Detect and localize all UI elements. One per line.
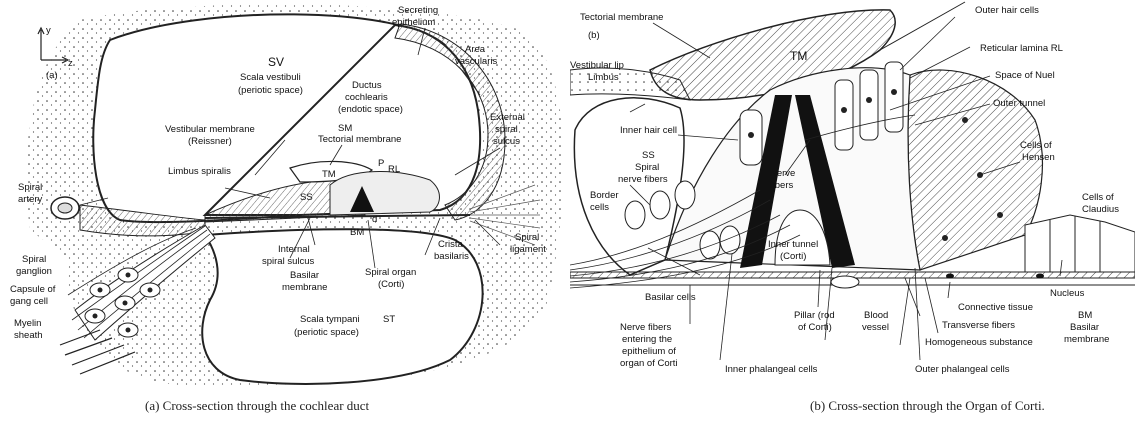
- panel-a-tag: (a): [46, 70, 58, 81]
- label-b-claudius-2: Claudius: [1082, 204, 1119, 215]
- label-b-hensen-2: Hensen: [1022, 152, 1055, 163]
- label-b-blood-2: vessel: [862, 322, 889, 333]
- label-ductus-2: cochlearis: [345, 92, 388, 103]
- label-b-hensen-1: Cells of: [1020, 140, 1052, 151]
- label-internal-2: spiral sulcus: [262, 256, 315, 267]
- label-b-inner-hair: Inner hair cell: [620, 125, 677, 136]
- label-b-outer-hair: Outer hair cells: [975, 5, 1039, 16]
- label-secreting-2: epithelium: [392, 17, 435, 28]
- label-myelin-1: Myelin: [14, 318, 41, 329]
- label-b-nf-entering-3: epithelium of: [622, 346, 676, 357]
- label-spiral-organ-1: Spiral organ: [365, 267, 416, 278]
- label-b-claudius-1: Cells of: [1082, 192, 1114, 203]
- label-area-1: Area: [465, 44, 486, 55]
- label-b-nf-entering-2: entering the: [622, 334, 672, 345]
- claudius-cells: [1025, 215, 1135, 272]
- cochlear-duct-figure: y z (a) SV Scala vestibuli (periotic spa…: [0, 0, 565, 392]
- label-b-bm-3: membrane: [1064, 334, 1109, 345]
- organ-of-corti-figure: Tectorial membrane (b) TM Outer hair cel…: [570, 0, 1135, 392]
- label-area-2: vascularis: [455, 56, 497, 67]
- label-capsule-1: Capsule of: [10, 284, 56, 295]
- label-external-3: sulcus: [493, 136, 520, 147]
- label-b-reticular: Reticular lamina RL: [980, 43, 1063, 54]
- label-b-blood-1: Blood: [864, 310, 888, 321]
- label-periotic-space-1: (periotic space): [238, 85, 303, 96]
- label-internal-1: Internal: [278, 244, 310, 255]
- label-b-spiral-nf-2: nerve fibers: [618, 174, 668, 185]
- label-basilar-2: membrane: [282, 282, 327, 293]
- organ-of-corti-shape: [330, 172, 439, 215]
- label-ss: SS: [300, 192, 313, 203]
- label-bm: BM: [350, 227, 364, 238]
- label-b-nucleus: Nucleus: [1050, 288, 1085, 299]
- label-b-connective: Connective tissue: [958, 302, 1033, 313]
- blood-vessel-b: [831, 276, 859, 288]
- label-basilar-1: Basilar: [290, 270, 319, 281]
- label-spiral-artery-2: artery: [18, 194, 43, 205]
- label-b-tectorial: Tectorial membrane: [580, 12, 663, 23]
- label-b-pillar-1: Pillar (rod: [794, 310, 835, 321]
- label-ductus-3: (endotic space): [338, 104, 403, 115]
- organ-of-corti-diagram: Tectorial membrane (b) TM Outer hair cel…: [570, 0, 1135, 392]
- axis-y-label: y: [46, 25, 51, 36]
- caption-a: (a) Cross-section through the cochlear d…: [145, 398, 369, 414]
- label-b-outer-tunnel: Outer tunnel: [993, 98, 1045, 109]
- label-myelin-2: sheath: [14, 330, 43, 341]
- label-b-homogeneous: Homogeneous substance: [925, 337, 1033, 348]
- label-b-nerve-fibers-2: fibers: [770, 180, 793, 191]
- label-b-space-nuel: Space of Nuel: [995, 70, 1055, 81]
- label-spiral-organ-2: (Corti): [378, 279, 404, 290]
- label-b-ss: SS: [642, 150, 655, 161]
- panel-b-tag: (b): [588, 30, 600, 41]
- label-tectorial: Tectorial membrane: [318, 134, 401, 145]
- label-spiral-lig-2: ligament: [510, 244, 546, 255]
- label-b-transverse: Transverse fibers: [942, 320, 1015, 331]
- label-crista-2: basilaris: [434, 251, 469, 262]
- label-scala-tympani: Scala tympani: [300, 314, 360, 325]
- label-rl: RL: [388, 164, 400, 175]
- label-spiral-artery-1: Spiral: [18, 182, 42, 193]
- label-b-basilar-cells: Basilar cells: [645, 292, 696, 303]
- label-secreting-1: Secreting: [398, 5, 438, 16]
- label-ductus-1: Ductus: [352, 80, 382, 91]
- label-spiral-ganglion-1: Spiral: [22, 254, 46, 265]
- label-b-inner-phal: Inner phalangeal cells: [725, 364, 818, 375]
- axis-z-label: z: [68, 58, 73, 69]
- label-external-2: spiral: [495, 124, 518, 135]
- label-b-outer-phal: Outer phalangeal cells: [915, 364, 1010, 375]
- label-b-nf-entering-4: organ of Corti: [620, 358, 678, 369]
- label-b-tm: TM: [790, 49, 807, 63]
- label-d: d: [372, 214, 377, 225]
- label-b-limbus: Limbus: [588, 72, 619, 83]
- label-sm: SM: [338, 123, 352, 134]
- label-periotic-space-2: (periotic space): [294, 327, 359, 338]
- caption-b: (b) Cross-section through the Organ of C…: [810, 398, 1045, 414]
- label-b-nerve-fibers-1: Nerve: [770, 168, 795, 179]
- label-b-border-1: Border: [590, 190, 619, 201]
- label-b-pillar-2: of Corti): [798, 322, 832, 333]
- cochlear-duct-diagram: y z (a) SV Scala vestibuli (periotic spa…: [0, 0, 565, 392]
- label-b-nf-entering-1: Nerve fibers: [620, 322, 671, 333]
- label-scala-vestibuli: Scala vestibuli: [240, 72, 301, 83]
- label-b-spiral-nf: Spiral: [635, 162, 659, 173]
- label-external-1: External: [490, 112, 525, 123]
- label-st: ST: [383, 314, 395, 325]
- label-sv: SV: [268, 55, 284, 69]
- label-vestibular-2: (Reissner): [188, 136, 232, 147]
- label-b-bm-1: BM: [1078, 310, 1092, 321]
- label-p: P: [378, 158, 384, 169]
- label-b-bm-2: Basilar: [1070, 322, 1099, 333]
- label-spiral-ganglion-2: ganglion: [16, 266, 52, 277]
- label-spiral-lig-1: Spiral: [515, 232, 539, 243]
- label-vestibular-1: Vestibular membrane: [165, 124, 255, 135]
- label-tm: TM: [322, 169, 336, 180]
- label-limbus: Limbus spiralis: [168, 166, 231, 177]
- label-b-inner-tunnel-2: (Corti): [780, 251, 806, 262]
- label-b-inner-tunnel-1: Inner tunnel: [768, 239, 818, 250]
- label-b-border-2: cells: [590, 202, 609, 213]
- label-b-vestibular-lip: Vestibular lip: [570, 60, 624, 71]
- label-capsule-2: gang cell: [10, 296, 48, 307]
- label-crista-1: Crista: [438, 239, 464, 250]
